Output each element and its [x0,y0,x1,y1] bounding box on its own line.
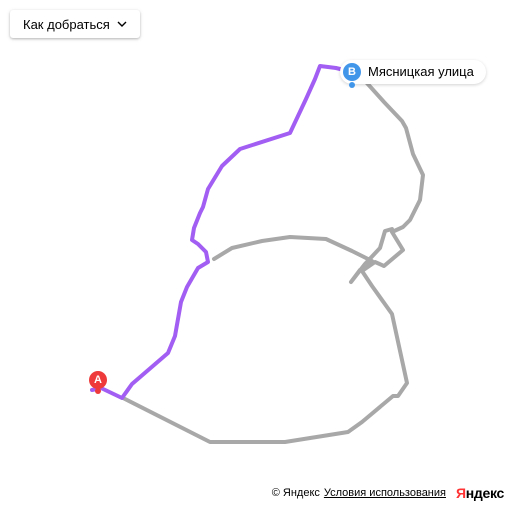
destination-label[interactable]: Мясницкая улица [340,60,486,84]
yandex-logo[interactable]: Яндекс [456,485,504,501]
logo-rest: ндекс [465,485,505,501]
alternative-route[interactable] [121,75,425,444]
map-footer: © Яндекс Условия использования Яндекс [269,484,506,502]
primary-route[interactable] [90,64,354,400]
copyright-text: © Яндекс [271,487,320,499]
destination-marker-letter: B [348,66,356,78]
origin-pin-tail [95,388,101,394]
directions-button[interactable]: Как добраться [10,10,140,38]
alternative-route-branch[interactable] [212,227,394,284]
terms-link[interactable]: Условия использования [323,487,446,499]
directions-button-label: Как добраться [23,16,110,32]
destination-pin-tail [349,82,355,88]
chevron-down-icon [117,21,127,27]
origin-marker-letter: A [94,374,102,386]
destination-marker-b[interactable]: B [343,63,361,81]
logo-first-letter: Я [455,485,466,501]
destination-name: Мясницкая улица [368,64,474,79]
origin-marker-a[interactable]: A [89,371,107,389]
